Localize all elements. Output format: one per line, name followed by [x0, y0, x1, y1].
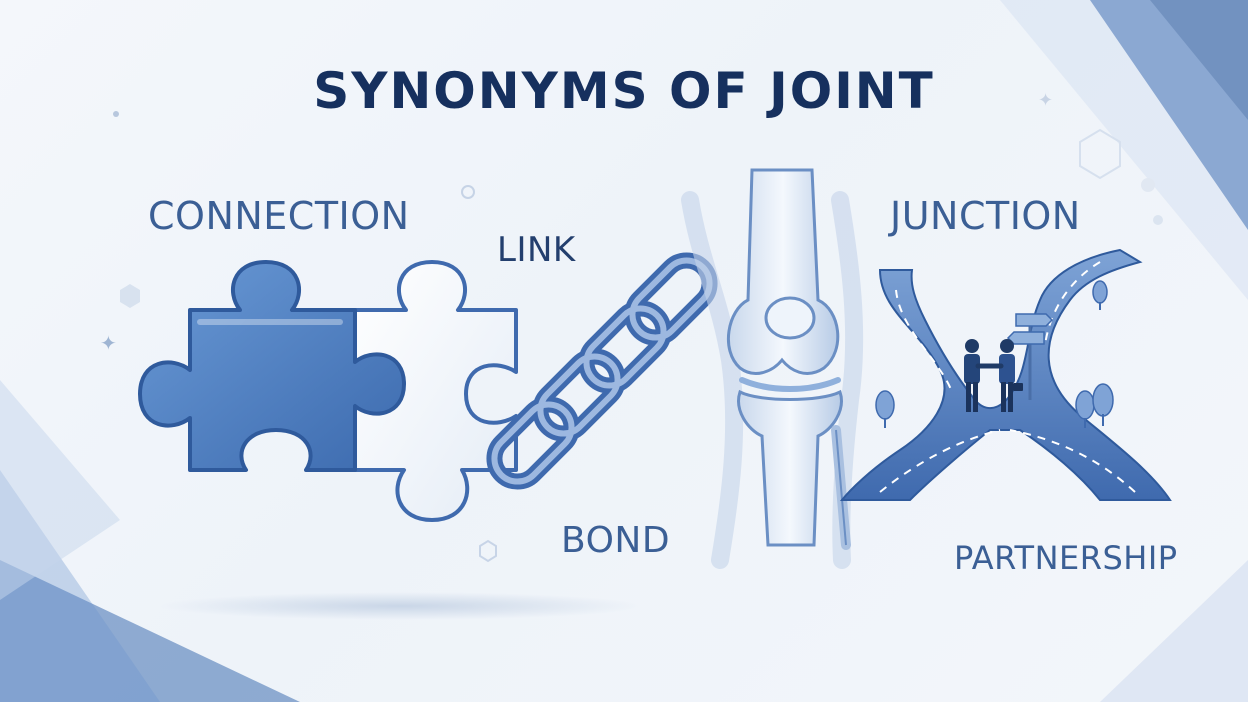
synonym-bond: BOND — [561, 520, 671, 561]
synonym-connection: CONNECTION — [148, 194, 410, 238]
puzzle-pieces-illustration — [138, 260, 518, 522]
road-junction-illustration — [839, 248, 1172, 501]
svg-text:✦: ✦ — [100, 331, 117, 355]
synonym-link: LINK — [497, 230, 576, 270]
synonym-partnership: PARTNERSHIP — [954, 539, 1178, 577]
chain-links-illustration — [486, 252, 718, 490]
synonym-junction: JUNCTION — [890, 194, 1081, 238]
page-title: SYNONYMS OF JOINT — [313, 62, 935, 120]
svg-text:✦: ✦ — [1038, 90, 1053, 111]
puzzle-piece-blue — [138, 260, 406, 472]
knee-joint-illustration — [681, 168, 864, 569]
puzzle-piece-white — [353, 260, 518, 522]
handshake-people — [964, 339, 1023, 412]
